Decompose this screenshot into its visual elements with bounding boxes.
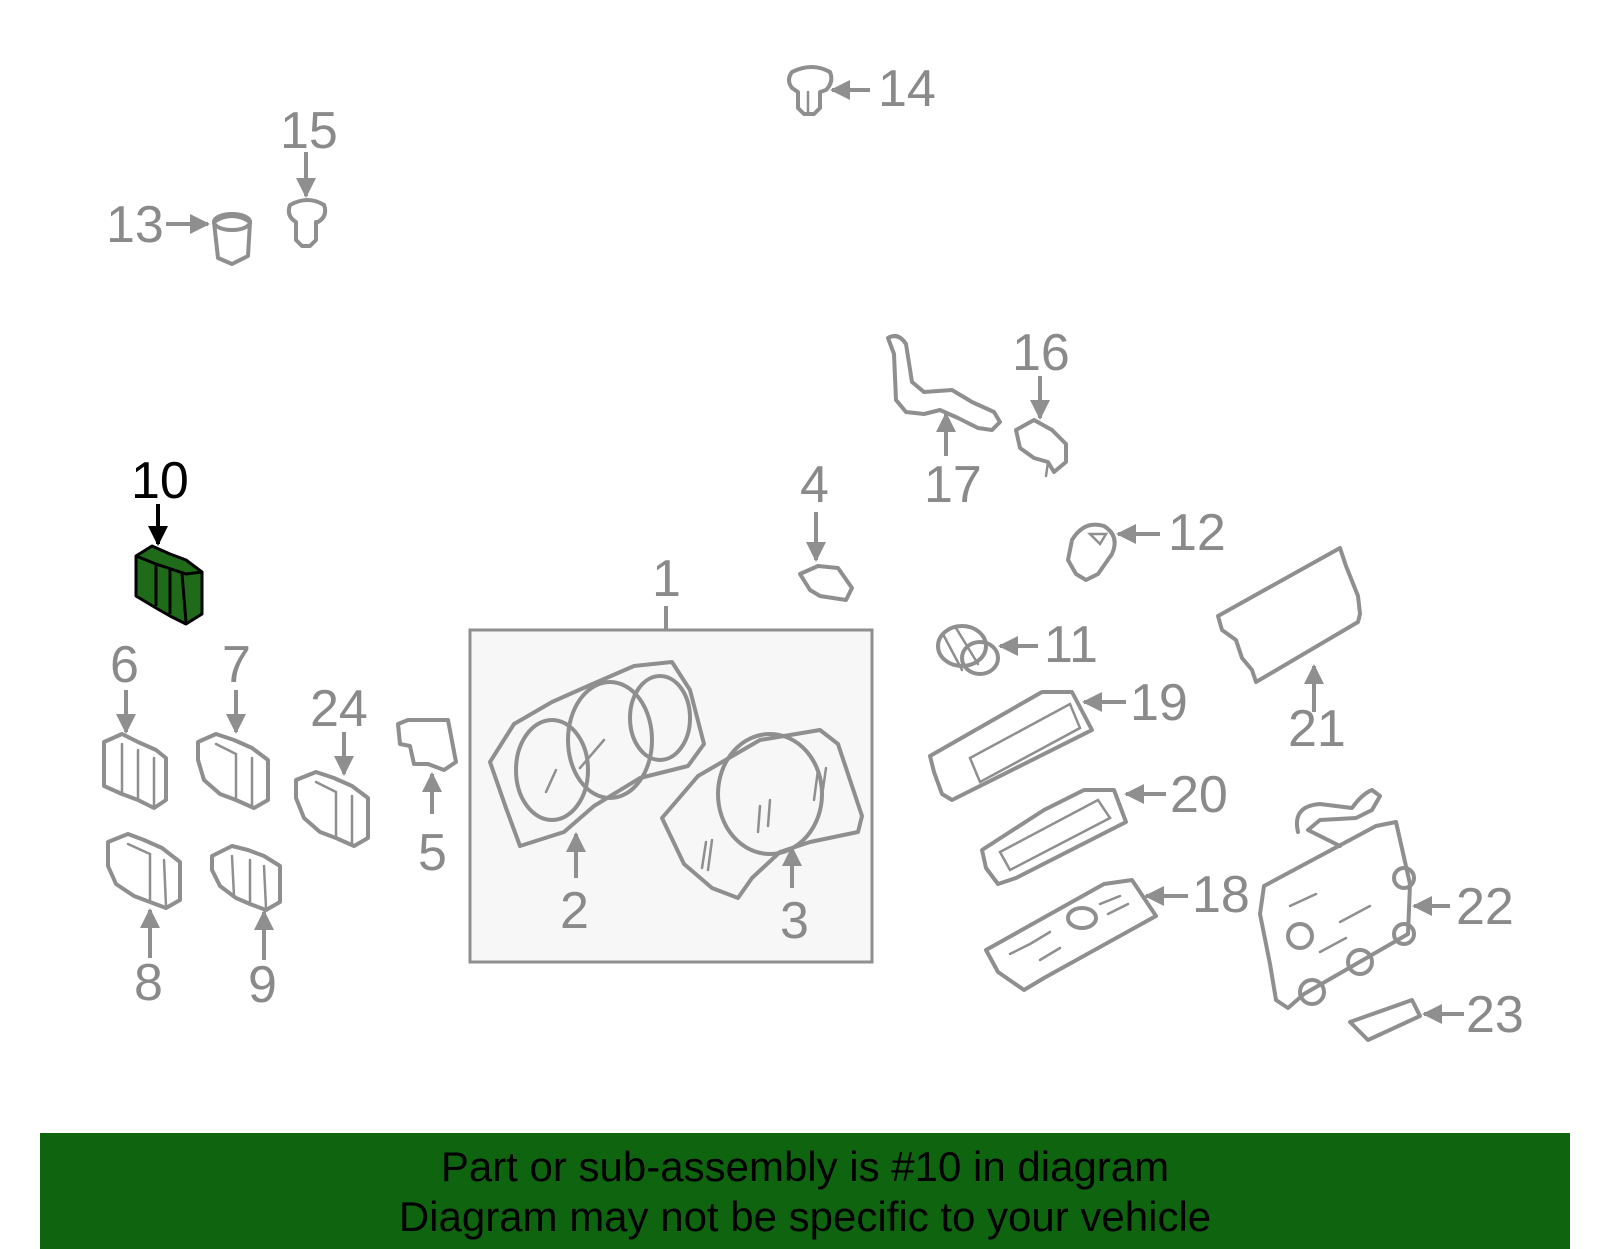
callout-6: 6 bbox=[110, 636, 139, 694]
callout-9: 9 bbox=[248, 956, 277, 1014]
callout-16: 16 bbox=[1012, 324, 1070, 382]
callout-7: 7 bbox=[222, 636, 251, 694]
callout-14: 14 bbox=[878, 60, 936, 118]
callout-1: 1 bbox=[652, 550, 681, 608]
part-1-cluster-box bbox=[468, 628, 874, 964]
part-6-switch bbox=[102, 690, 168, 810]
part-12-switch bbox=[1066, 522, 1160, 582]
callout-15: 15 bbox=[280, 102, 338, 160]
notice-line-part: Part or sub-assembly is #10 in diagram bbox=[440, 1143, 1170, 1190]
callout-13: 13 bbox=[106, 196, 164, 254]
part-23-trim bbox=[1348, 998, 1464, 1042]
notice-banner: Part or sub-assembly is #10 in diagram D… bbox=[40, 1133, 1570, 1249]
part-7-switch bbox=[196, 690, 270, 810]
part-9-switch bbox=[210, 844, 282, 960]
part-15-clip bbox=[286, 152, 328, 248]
callout-17: 17 bbox=[924, 456, 982, 514]
parts-diagram: 14 15 13 10 6 7 24 bbox=[102, 60, 1524, 1044]
part-21-display bbox=[1216, 546, 1362, 712]
callout-10: 10 bbox=[131, 452, 189, 510]
part-16-sensor bbox=[1014, 376, 1068, 478]
part-10-switch-highlighted[interactable] bbox=[134, 504, 204, 626]
part-24-switch bbox=[294, 732, 370, 848]
part-19-bezel bbox=[928, 690, 1126, 802]
part-17-sensor-hose bbox=[886, 334, 1002, 456]
callout-24: 24 bbox=[310, 680, 368, 738]
part-2-cluster-housing bbox=[488, 660, 706, 878]
part-14-clip bbox=[787, 65, 870, 116]
part-3-cluster-lens bbox=[660, 728, 864, 900]
callout-8: 8 bbox=[134, 954, 163, 1012]
callout-2: 2 bbox=[560, 882, 589, 940]
callout-19: 19 bbox=[1130, 674, 1188, 732]
callout-21: 21 bbox=[1288, 700, 1346, 758]
part-8-switch bbox=[106, 832, 182, 958]
part-11-knob bbox=[936, 624, 1038, 676]
callout-3: 3 bbox=[780, 892, 809, 950]
callout-23: 23 bbox=[1466, 986, 1524, 1044]
part-5-bracket bbox=[396, 718, 458, 814]
callout-22: 22 bbox=[1456, 878, 1514, 936]
part-20-control-panel bbox=[980, 784, 1166, 886]
part-18-control-unit bbox=[984, 878, 1188, 992]
notice-line-disclaimer: Diagram may not be specific to your vehi… bbox=[398, 1193, 1212, 1240]
callout-12: 12 bbox=[1168, 504, 1226, 562]
callout-5: 5 bbox=[418, 824, 447, 882]
callout-20: 20 bbox=[1170, 766, 1228, 824]
callout-11: 11 bbox=[1044, 616, 1098, 674]
part-4-bracket bbox=[798, 512, 854, 602]
callout-4: 4 bbox=[800, 456, 829, 514]
callout-18: 18 bbox=[1192, 866, 1250, 924]
part-22-climate-control bbox=[1258, 788, 1450, 1010]
part-13-clip bbox=[166, 212, 252, 266]
